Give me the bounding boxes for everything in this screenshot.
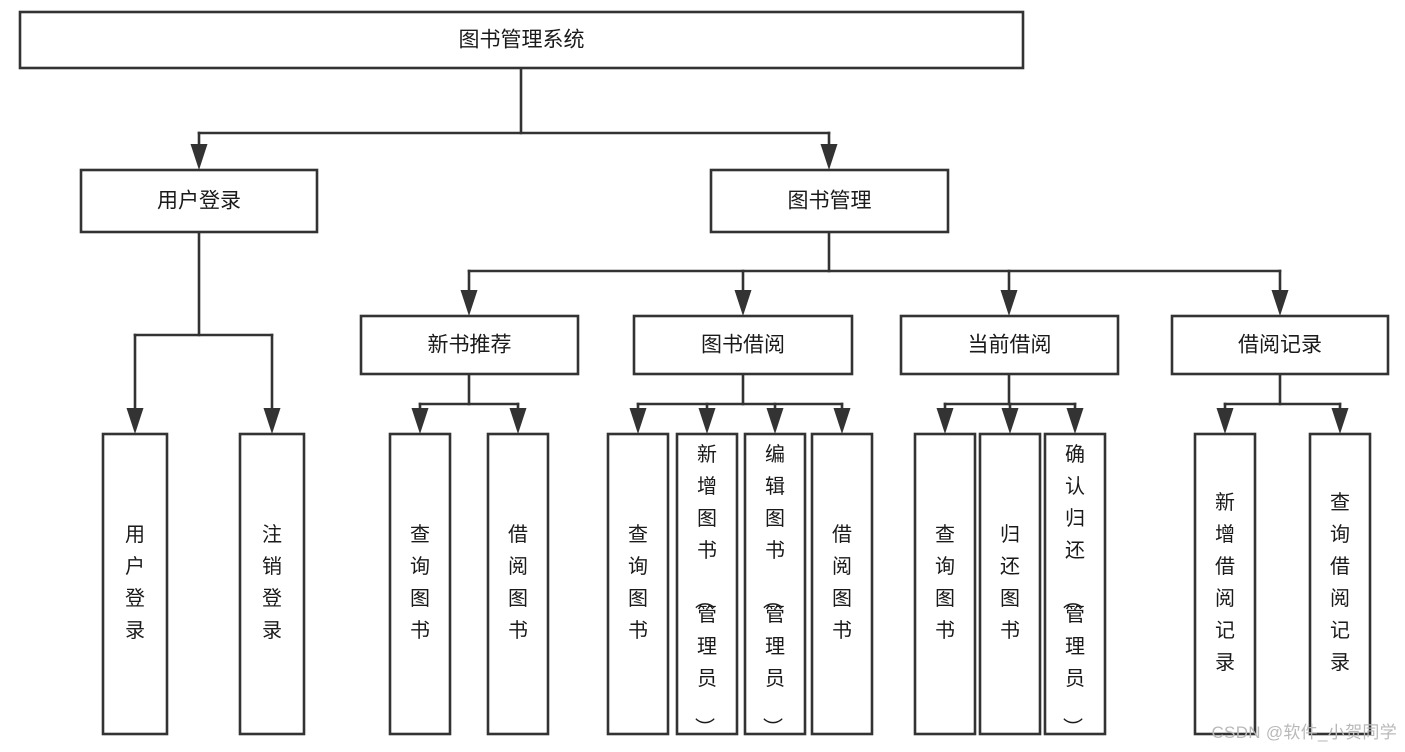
arrow-head-icon bbox=[460, 290, 478, 316]
node-box-root[interactable] bbox=[18, 10, 1025, 70]
arrow-head-icon bbox=[263, 408, 281, 434]
node-box-leaf-borrow-book-1[interactable] bbox=[486, 432, 550, 736]
node-root[interactable]: 图书管理系统 bbox=[18, 10, 1025, 70]
arrow-head-icon bbox=[698, 408, 716, 434]
arrow-head-icon bbox=[1001, 408, 1019, 434]
node-current-borrow[interactable]: 当前借阅 bbox=[899, 314, 1120, 376]
node-leaf-user-login[interactable]: 用户登录 bbox=[101, 432, 169, 736]
node-box-new-book-rec[interactable] bbox=[359, 314, 580, 376]
node-box-leaf-confirm-return[interactable] bbox=[1043, 432, 1107, 736]
node-label-leaf-borrow-book-2: 借阅图书 bbox=[832, 523, 852, 642]
node-label-borrow-record: 借阅记录 bbox=[1238, 334, 1322, 357]
node-label-user-login: 用户登录 bbox=[157, 190, 241, 213]
node-label-leaf-add-book: 新增图书（管理员） bbox=[692, 443, 717, 737]
connector-group-current-borrow bbox=[936, 372, 1084, 434]
node-box-user-login[interactable] bbox=[79, 168, 319, 234]
node-box-leaf-query-book-2[interactable] bbox=[606, 432, 670, 736]
node-box-current-borrow[interactable] bbox=[899, 314, 1120, 376]
node-borrow-record[interactable]: 借阅记录 bbox=[1170, 314, 1390, 376]
connector-group-user-login bbox=[126, 230, 281, 434]
arrow-head-icon bbox=[734, 290, 752, 316]
node-book-borrow[interactable]: 图书借阅 bbox=[632, 314, 854, 376]
connector-group-book-manage bbox=[460, 230, 1289, 316]
node-label-leaf-query-book-3: 查询图书 bbox=[935, 523, 955, 642]
node-leaf-user-logout[interactable]: 注销登录 bbox=[238, 432, 306, 736]
arrow-head-icon bbox=[820, 144, 838, 170]
node-box-leaf-query-record[interactable] bbox=[1308, 432, 1372, 736]
arrow-head-icon bbox=[1216, 408, 1234, 434]
node-box-leaf-edit-book[interactable] bbox=[743, 432, 807, 736]
node-label-leaf-edit-book: 编辑图书（管理员） bbox=[760, 443, 785, 737]
node-label-leaf-return-book: 归还图书 bbox=[1000, 523, 1020, 642]
node-box-borrow-record[interactable] bbox=[1170, 314, 1390, 376]
node-leaf-confirm-return[interactable]: 确认归还（管理员） bbox=[1043, 432, 1107, 737]
node-layer: 图书管理系统用户登录图书管理新书推荐图书借阅当前借阅借阅记录用户登录注销登录查询… bbox=[18, 10, 1390, 737]
node-box-book-manage[interactable] bbox=[709, 168, 950, 234]
node-leaf-return-book[interactable]: 归还图书 bbox=[978, 432, 1042, 736]
node-book-manage[interactable]: 图书管理 bbox=[709, 168, 950, 234]
arrow-head-icon bbox=[1271, 290, 1289, 316]
node-leaf-query-record[interactable]: 查询借阅记录 bbox=[1308, 432, 1372, 736]
arrow-head-icon bbox=[1000, 290, 1018, 316]
node-leaf-borrow-book-1[interactable]: 借阅图书 bbox=[486, 432, 550, 736]
arrow-head-icon bbox=[1066, 408, 1084, 434]
node-label-leaf-query-record: 查询借阅记录 bbox=[1330, 491, 1350, 674]
node-new-book-rec[interactable]: 新书推荐 bbox=[359, 314, 580, 376]
node-label-root: 图书管理系统 bbox=[459, 29, 585, 52]
arrow-head-icon bbox=[1331, 408, 1349, 434]
connector-group-book-borrow bbox=[629, 372, 851, 434]
node-label-leaf-add-record: 新增借阅记录 bbox=[1215, 491, 1235, 674]
node-label-current-borrow: 当前借阅 bbox=[968, 334, 1052, 357]
node-box-leaf-user-login[interactable] bbox=[101, 432, 169, 736]
node-box-leaf-return-book[interactable] bbox=[978, 432, 1042, 736]
arrow-head-icon bbox=[936, 408, 954, 434]
arrow-head-icon bbox=[509, 408, 527, 434]
node-label-leaf-borrow-book-1: 借阅图书 bbox=[508, 523, 528, 642]
watermark-text: CSDN @软件_小贺同学 bbox=[1211, 723, 1397, 742]
arrow-head-icon bbox=[411, 408, 429, 434]
node-leaf-query-book-2[interactable]: 查询图书 bbox=[606, 432, 670, 736]
node-leaf-query-book-1[interactable]: 查询图书 bbox=[388, 432, 452, 736]
node-box-leaf-user-logout[interactable] bbox=[238, 432, 306, 736]
node-label-leaf-user-logout: 注销登录 bbox=[262, 523, 282, 642]
node-leaf-edit-book[interactable]: 编辑图书（管理员） bbox=[743, 432, 807, 737]
node-label-leaf-query-book-2: 查询图书 bbox=[628, 523, 648, 642]
node-label-leaf-user-login: 用户登录 bbox=[125, 524, 145, 642]
connector-group-root bbox=[190, 66, 838, 170]
node-leaf-query-book-3[interactable]: 查询图书 bbox=[913, 432, 977, 736]
node-label-new-book-rec: 新书推荐 bbox=[428, 334, 512, 357]
connector-group-new-book-rec bbox=[411, 372, 527, 434]
node-box-leaf-borrow-book-2[interactable] bbox=[810, 432, 874, 736]
node-leaf-add-record[interactable]: 新增借阅记录 bbox=[1193, 432, 1257, 736]
node-label-leaf-confirm-return: 确认归还（管理员） bbox=[1060, 443, 1085, 737]
node-leaf-borrow-book-2[interactable]: 借阅图书 bbox=[810, 432, 874, 736]
arrow-head-icon bbox=[833, 408, 851, 434]
arrow-head-icon bbox=[629, 408, 647, 434]
node-box-leaf-add-record[interactable] bbox=[1193, 432, 1257, 736]
node-box-leaf-query-book-1[interactable] bbox=[388, 432, 452, 736]
node-box-leaf-query-book-3[interactable] bbox=[913, 432, 977, 736]
arrow-head-icon bbox=[190, 144, 208, 170]
arrow-head-icon bbox=[766, 408, 784, 434]
node-box-leaf-add-book[interactable] bbox=[675, 432, 739, 736]
node-box-book-borrow[interactable] bbox=[632, 314, 854, 376]
node-label-book-borrow: 图书借阅 bbox=[701, 334, 785, 357]
node-leaf-add-book[interactable]: 新增图书（管理员） bbox=[675, 432, 739, 737]
connector-group-borrow-record bbox=[1216, 372, 1349, 434]
connector-layer bbox=[126, 66, 1349, 434]
node-user-login[interactable]: 用户登录 bbox=[79, 168, 319, 234]
arrow-head-icon bbox=[126, 408, 144, 434]
node-label-leaf-query-book-1: 查询图书 bbox=[410, 523, 430, 642]
node-label-book-manage: 图书管理 bbox=[788, 190, 872, 213]
